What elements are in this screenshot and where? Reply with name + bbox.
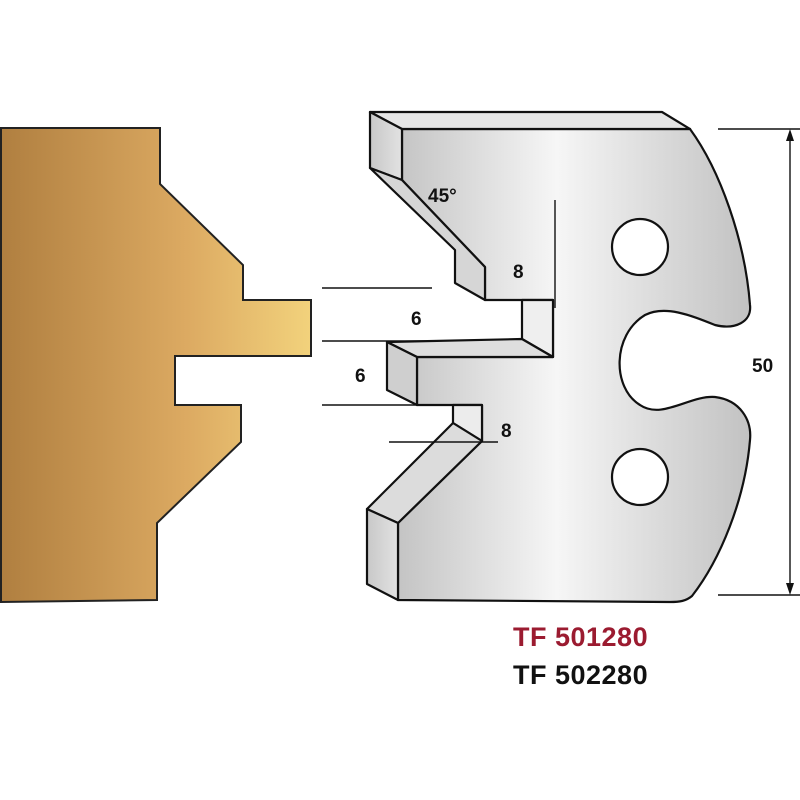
lower-depth-label: 8 [501, 421, 512, 442]
dimension-lines [322, 128, 800, 596]
product-code-primary: TF 501280 [513, 622, 649, 652]
bevel-face-45 [368, 166, 487, 302]
upper-depth-label: 8 [513, 262, 524, 283]
tenon-gap-label: 6 [411, 309, 422, 330]
mounting-hole-top [610, 217, 670, 277]
product-code-secondary: TF 502280 [513, 660, 649, 690]
overall-height-label: 50 [752, 356, 773, 377]
angle-label: 45° [428, 186, 457, 207]
mounting-hole-bottom [610, 447, 670, 507]
lower-block-side [365, 507, 400, 602]
arrow-up-icon [786, 129, 794, 141]
knife-top-face [368, 110, 692, 131]
arrow-down-icon [786, 583, 794, 595]
tenon-height-label: 6 [355, 366, 366, 387]
wood-profile-shape [0, 127, 312, 604]
